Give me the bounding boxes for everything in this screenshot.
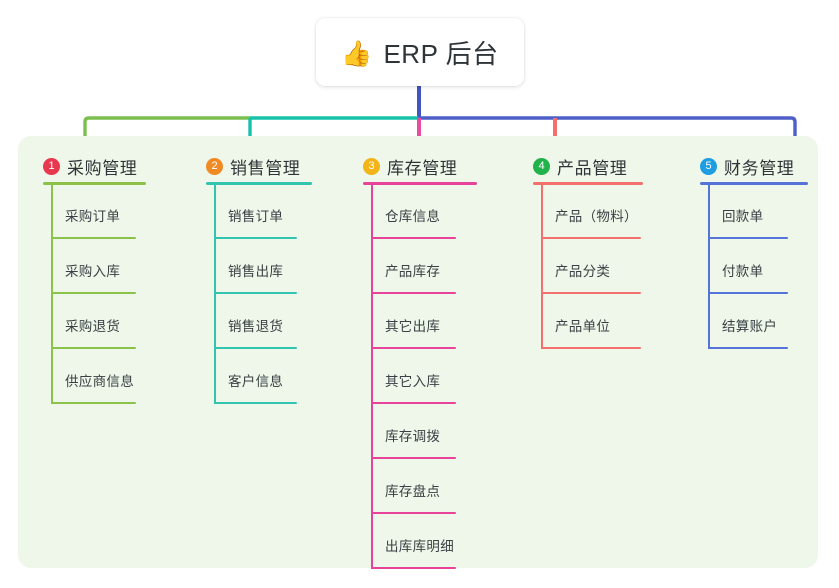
root-node-content: 👍 ERP 后台 [341, 34, 498, 71]
branch-underline [700, 182, 808, 185]
branch-item-underline [541, 347, 641, 349]
branch-item-underline [214, 292, 297, 294]
branch-item-underline [541, 292, 641, 294]
branch-item-underline [708, 237, 788, 239]
branch-spine [51, 184, 53, 404]
branch-item-label: 回款单 [722, 209, 764, 224]
branch-item-label: 其它入库 [385, 374, 441, 389]
branch-spine [214, 184, 216, 404]
branch-item-underline [371, 347, 456, 349]
branch-title: 财务管理 [724, 159, 795, 178]
branch-number-badge: 4 [533, 158, 550, 175]
branch-item-label: 销售订单 [228, 209, 284, 224]
branch-item-underline [371, 237, 456, 239]
branch-item-underline [371, 512, 456, 514]
branch-item-label: 结算账户 [722, 319, 778, 334]
branch-number-badge: 1 [43, 158, 60, 175]
branch-item-label: 产品（物料） [555, 209, 638, 224]
branch-spine [371, 184, 373, 569]
branch-header-5[interactable]: 5 财务管理 [700, 154, 794, 179]
branch-title: 采购管理 [67, 159, 138, 178]
branch-item-label: 销售出库 [228, 264, 284, 279]
branch-header-2[interactable]: 2 销售管理 [206, 154, 300, 179]
branch-item-label: 采购入库 [65, 264, 121, 279]
root-node-title: ERP 后台 [383, 38, 499, 69]
branch-item-underline [51, 347, 136, 349]
branch-item-label: 采购退货 [65, 319, 121, 334]
branch-underline [533, 182, 643, 185]
branch-item-label: 付款单 [722, 264, 764, 279]
branch-item-label: 其它出库 [385, 319, 441, 334]
branch-item-label: 供应商信息 [65, 374, 134, 389]
branch-item-underline [51, 402, 136, 404]
branch-item-underline [371, 567, 456, 569]
branch-item-underline [371, 402, 456, 404]
branch-item-label: 产品分类 [555, 264, 611, 279]
branch-item-label: 库存调拨 [385, 429, 441, 444]
mindmap-panel [18, 136, 818, 568]
branch-item-underline [214, 237, 297, 239]
branch-item-label: 采购订单 [65, 209, 121, 224]
branch-item-label: 出库库明细 [385, 539, 454, 554]
branch-item-underline [51, 237, 136, 239]
branch-item-underline [541, 237, 641, 239]
thumbs-up-icon: 👍 [341, 38, 373, 68]
branch-title: 库存管理 [387, 159, 458, 178]
branch-number-badge: 5 [700, 158, 717, 175]
branch-number-badge: 2 [206, 158, 223, 175]
root-node[interactable]: 👍 ERP 后台 [316, 18, 524, 86]
branch-item-label: 客户信息 [228, 374, 284, 389]
branch-spine [708, 184, 710, 349]
branch-title: 销售管理 [230, 159, 301, 178]
branch-underline [206, 182, 312, 185]
branch-item-underline [371, 292, 456, 294]
branch-item-label: 库存盘点 [385, 484, 441, 499]
branch-number-badge: 3 [363, 158, 380, 175]
branch-item-underline [708, 292, 788, 294]
branch-item-label: 产品库存 [385, 264, 441, 279]
branch-item-label: 销售退货 [228, 319, 284, 334]
branch-item-label: 仓库信息 [385, 209, 441, 224]
branch-spine [541, 184, 543, 349]
branch-item-underline [708, 347, 788, 349]
branch-item-underline [214, 347, 297, 349]
branch-title: 产品管理 [557, 159, 628, 178]
branch-item-underline [214, 402, 297, 404]
branch-item-underline [371, 457, 456, 459]
branch-header-1[interactable]: 1 采购管理 [43, 154, 137, 179]
branch-item-underline [51, 292, 136, 294]
branch-underline [363, 182, 477, 185]
branch-header-3[interactable]: 3 库存管理 [363, 154, 457, 179]
branch-header-4[interactable]: 4 产品管理 [533, 154, 627, 179]
branch-underline [43, 182, 146, 185]
branch-item-label: 产品单位 [555, 319, 611, 334]
